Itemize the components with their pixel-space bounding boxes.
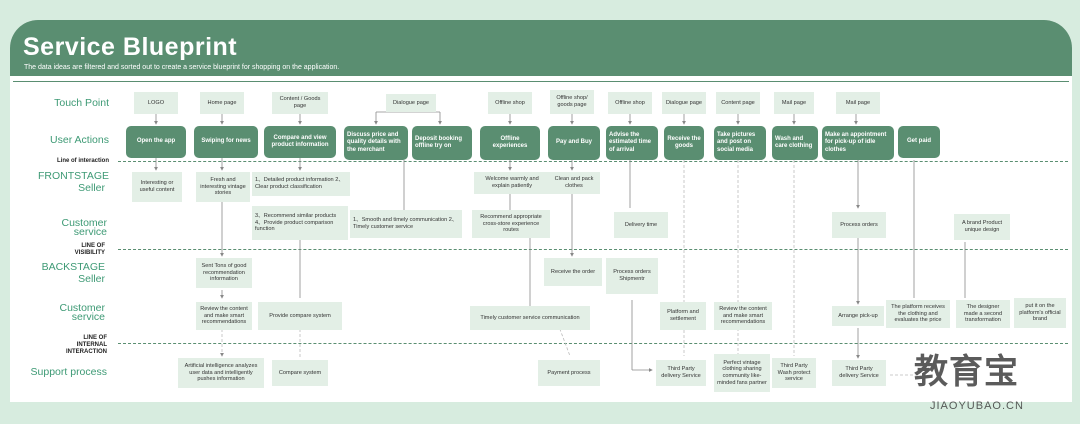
action-wash: Wash and care clothing [772, 126, 818, 160]
touch-point-mail-1: Mail page [774, 92, 814, 114]
sp-payment: Payment process [538, 360, 600, 386]
fs-detailed: 1、Detailed product information 2、Clear p… [252, 172, 350, 196]
cs2-review-1: Review the content and make smart recomm… [196, 302, 252, 330]
label-customer-1: Customer [61, 217, 107, 229]
touch-point-content: Content page [716, 92, 760, 114]
action-swiping: Swiping for news [194, 126, 258, 158]
sp-third-party-delivery: Third Party delivery Service [656, 360, 706, 386]
action-advise: Advise the estimated time of arrival [606, 126, 658, 160]
cs2-review-2: Review the content and make smart recomm… [714, 302, 772, 330]
cs2-platform-settlement: Platform and settlement [660, 302, 706, 330]
cs2-designer: The designer made a second transformatio… [956, 300, 1010, 328]
action-appointment: Make an appointment for pick-up of idle … [822, 126, 894, 160]
label-seller-2: Seller [78, 273, 105, 285]
touch-point-content-goods: Content / Goods page [272, 92, 328, 114]
touch-point-offline-goods: Offline shop/ goods page [550, 90, 594, 114]
action-pay-buy: Pay and Buy [548, 126, 600, 160]
cs1-recommend-routes: Recommend appropriate cross-store experi… [472, 210, 550, 238]
action-get-paid: Get paid [898, 126, 940, 158]
label-customer-2: Customer [59, 302, 105, 314]
fs-clean: Clean and pack clothes [548, 172, 600, 194]
touch-point-dialogue-2: Dialogue page [662, 92, 706, 114]
sp-wash-protect: Third Party Wash protect service [772, 358, 816, 388]
fs-welcome: Welcome warmly and explain patiently [474, 172, 550, 194]
label-backstage: BACKSTAGE [41, 261, 105, 273]
cs2-timely-comm: Timely customer service communication [470, 306, 590, 330]
label-service-2: service [71, 311, 105, 323]
watermark-url: JIAOYUBAO.CN [930, 400, 1024, 412]
top-solid-line [13, 81, 1069, 82]
page-subtitle: The data ideas are filtered and sorted o… [24, 64, 340, 71]
label-line-internal-2: INTERNAL [76, 342, 107, 348]
cs2-put-it: put it on the platform's official brand [1014, 298, 1066, 328]
label-line-visibility-2: VISIBILITY [74, 250, 105, 256]
action-discuss: Discuss price and quality details with t… [344, 126, 408, 160]
action-deposit: Deposit booking offline try on [412, 126, 472, 160]
watermark-logo: 教育宝 [914, 353, 1019, 391]
sp-ai: Artificial intelligence analyzes user da… [178, 358, 264, 388]
bs-process-shipment: Process orders Shipmentr [606, 258, 658, 294]
sp-third-party-delivery-2: Third Party delivery Service [832, 360, 886, 386]
cs2-compare-system: Provide compare system [258, 302, 342, 330]
cs2-arrange-pickup: Arrange pick-up [832, 306, 884, 326]
action-receive: Receive the goods [664, 126, 704, 160]
sp-compare: Compare system [272, 360, 328, 386]
cs1-process-orders: Process orders [832, 212, 886, 238]
cs1-delivery: Delivery time [614, 212, 668, 238]
line-of-internal-interaction [118, 343, 1068, 344]
label-line-internal-3: INTERACTION [66, 349, 107, 355]
action-open-app: Open the app [126, 126, 186, 158]
label-service-1: service [73, 226, 107, 238]
touch-point-logo: LOGO [134, 92, 178, 114]
line-of-visibility [118, 249, 1068, 250]
touch-point-offline-1: Offline shop [488, 92, 532, 114]
label-touch-point: Touch Point [54, 97, 109, 109]
cs1-smooth: 1、Smooth and timely communication 2、Time… [350, 210, 462, 238]
page-title: Service Blueprint [23, 33, 238, 61]
label-line-internal-1: LINE OF [83, 335, 107, 341]
cs2-platform-receives: The platform receives the clothing and e… [886, 300, 950, 328]
header-banner: Service Blueprint The data ideas are fil… [10, 20, 1072, 76]
blueprint-card: Service Blueprint The data ideas are fil… [10, 20, 1072, 402]
cs1-recommend: 3、Recommend similar products 4、Provide p… [252, 206, 348, 240]
cs1-brand: A brand Product unique design [954, 214, 1010, 240]
label-line-visibility-1: LINE OF [81, 243, 105, 249]
label-line-of-interaction: Line of interaction [56, 158, 109, 164]
label-frontstage: FRONTSTAGE [38, 170, 109, 182]
sp-perfect: Perfect vintage clothing sharing communi… [714, 354, 770, 392]
touch-point-dialogue-1: Dialogue page [386, 94, 436, 112]
fs-interesting: Interesting or useful content [132, 172, 182, 202]
fs-fresh: Fresh and interesting vintage stories [196, 172, 250, 202]
bs-receive-order: Receive the order [544, 258, 602, 286]
touch-point-home: Home page [200, 92, 244, 114]
label-seller-1: Seller [78, 182, 105, 194]
action-offline-experiences: Offline experiences [480, 126, 540, 160]
bs-sent-tons: Sent Tons of good recommendation informa… [196, 258, 252, 288]
line-of-interaction [118, 161, 1068, 162]
label-user-actions: User Actions [50, 134, 109, 146]
touch-point-offline-2: Offline shop [608, 92, 652, 114]
label-support-process: Support process [30, 366, 107, 378]
action-compare-view: Compare and view product information [264, 126, 336, 158]
action-take-pictures: Take pictures and post on social media [714, 126, 766, 160]
touch-point-mail-2: Mail page [836, 92, 880, 114]
